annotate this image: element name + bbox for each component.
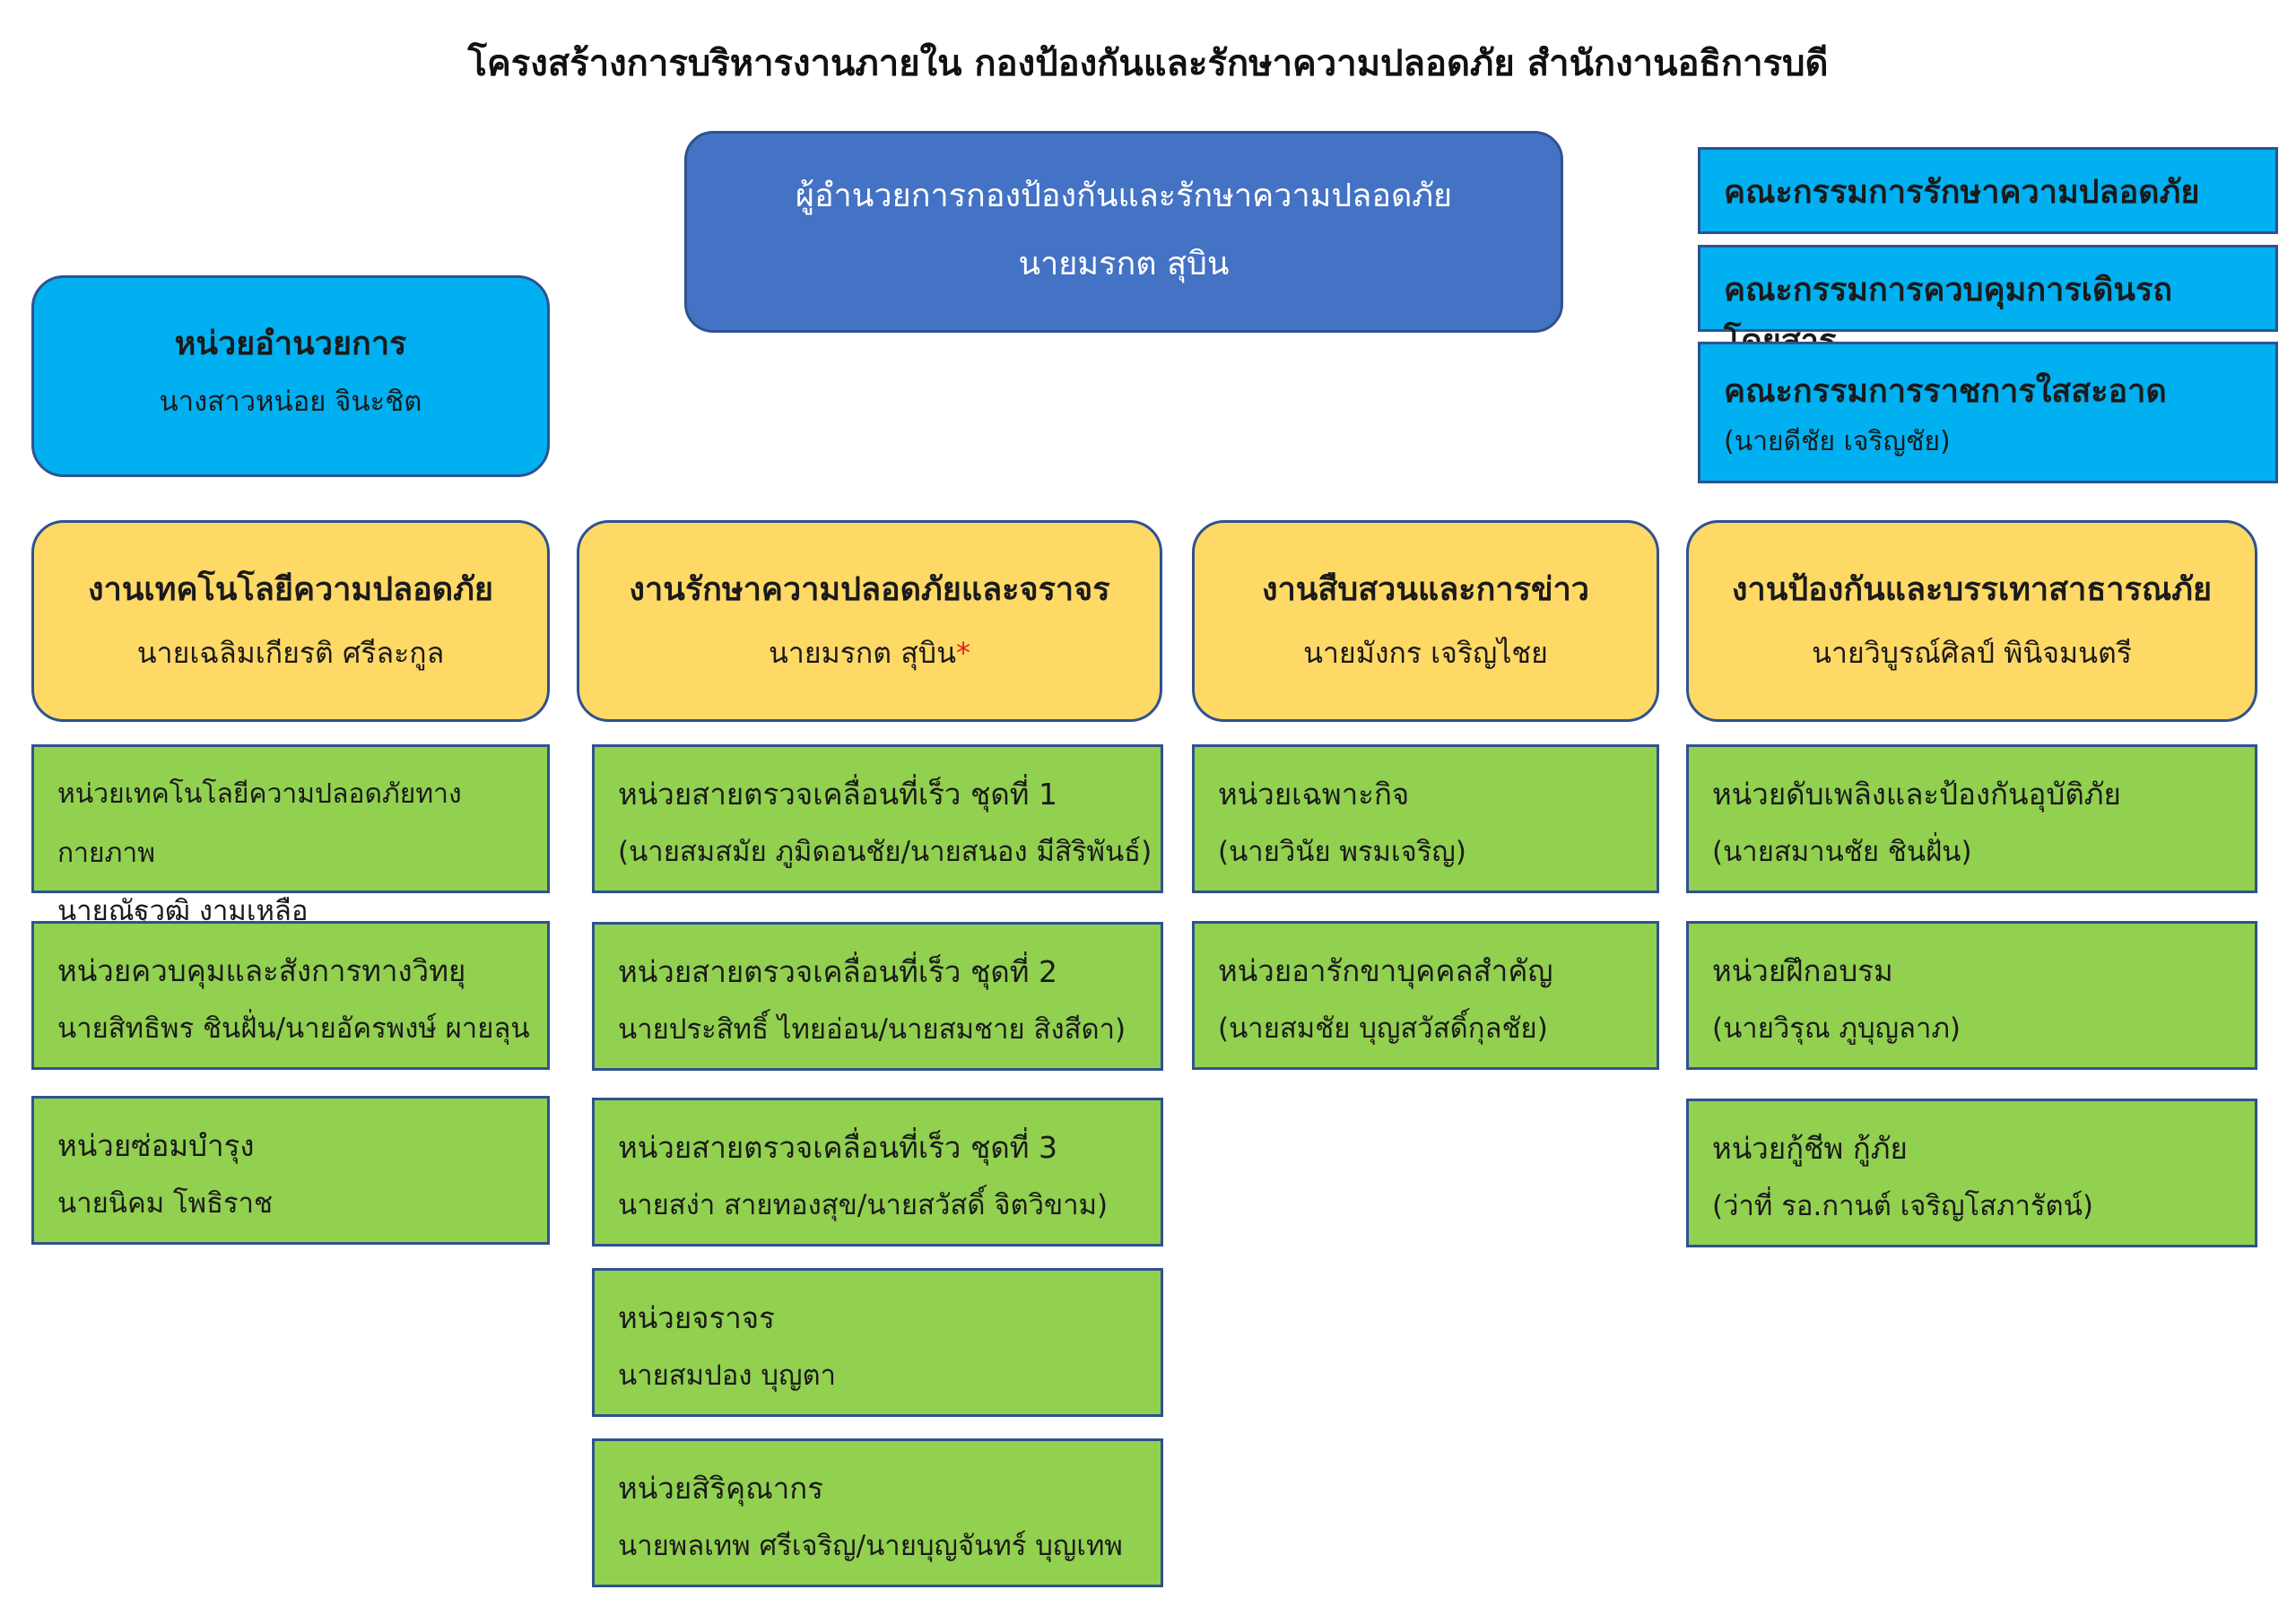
unit-person: (นายสมสมัย ภูมิดอนชัย/นายสนอง มีสิริพันธ…: [618, 836, 1152, 868]
unit-box: หน่วยจราจร นายสมปอง บุญตา: [592, 1268, 1163, 1417]
division-person: นายเฉลิมเกียรติ ศรีละกูล: [136, 636, 445, 670]
unit-box: หน่วยเทคโนโลยีความปลอดภัยทางกายภาพ นายณั…: [31, 744, 550, 927]
unit-box: หน่วยดับเพลิงและป้องกันอุบัติภัย (นายสมา…: [1686, 744, 2257, 893]
unit-person: นายพลเทพ ศรีเจริญ/นายบุญจันทร์ บุญเทพ: [618, 1530, 1123, 1562]
division-person: นายมรกต สุบิน: [769, 636, 956, 670]
division-investigation: งานสืบสวนและการข่าว นายมังกร เจริญไชย: [1192, 520, 1659, 722]
unit-box: หน่วยอารักขาบุคคลสำคัญ (นายสมชัย บุญสวัส…: [1192, 921, 1659, 1070]
unit-box: หน่วยควบคุมและสังการทางวิทยุ นายสิทธิพร …: [31, 921, 550, 1070]
director-box: ผู้อำนวยการกองป้องกันและรักษาความปลอดภัย…: [684, 131, 1563, 333]
committee-person: (นายดีชัย เจริญชัย): [1724, 426, 1951, 457]
committee-name: คณะกรรมการควบคุมการเดินรถโดยสาร: [1724, 272, 2173, 360]
unit-box: หน่วยสิริคุณากร นายพลเทพ ศรีเจริญ/นายบุญ…: [592, 1438, 1163, 1587]
admin-unit-box: หน่วยอำนวยการ นางสาวหน่อย จินะชิต: [31, 275, 550, 477]
division-security-traffic: งานรักษาความปลอดภัยและจราจร นายมรกต สุบิ…: [577, 520, 1162, 722]
division-person: นายมังกร เจริญไชย: [1303, 636, 1548, 670]
committee-bus-control: คณะกรรมการควบคุมการเดินรถโดยสาร: [1698, 245, 2278, 360]
director-person: นายมรกต สุบิน: [1018, 246, 1230, 282]
committee-security: คณะกรรมการรักษาความปลอดภัย: [1698, 147, 2278, 234]
unit-box: หน่วยเฉพาะกิจ (นายวินัย พรมเจริญ): [1192, 744, 1659, 893]
unit-name: หน่วยควบคุมและสังการทางวิทยุ: [57, 953, 466, 988]
unit-person: (นายวินัย พรมเจริญ): [1218, 836, 1466, 868]
unit-box: หน่วยกู้ชีพ กู้ภัย (ว่าที่ รอ.กานต์ เจริ…: [1686, 1099, 2257, 1247]
division-person: นายวิบูรณ์ศิลป์ พินิจมนตรี: [1812, 636, 2132, 670]
unit-name: หน่วยสายตรวจเคลื่อนที่เร็ว ชุดที่ 3: [618, 1130, 1058, 1165]
unit-name: หน่วยสายตรวจเคลื่อนที่เร็ว ชุดที่ 2: [618, 954, 1058, 989]
unit-box: หน่วยสายตรวจเคลื่อนที่เร็ว ชุดที่ 3 นายส…: [592, 1098, 1163, 1247]
unit-person: นายประสิทธิ์ ไทยอ่อน/นายสมชาย สิงสีดา): [618, 1013, 1126, 1046]
division-name: งานป้องกันและบรรเทาสาธารณภัย: [1731, 571, 2213, 608]
division-name: งานสืบสวนและการข่าว: [1261, 571, 1589, 608]
unit-person: (นายวิรุณ ภูบุญลาภ): [1712, 1012, 1961, 1045]
division-name: งานรักษาความปลอดภัยและจราจร: [629, 571, 1110, 608]
unit-name: หน่วยสายตรวจเคลื่อนที่เร็ว ชุดที่ 1: [618, 777, 1058, 812]
unit-name: หน่วยเฉพาะกิจ: [1218, 777, 1410, 812]
unit-person: (นายสมานชัย ชินฝั่น): [1712, 836, 1972, 868]
committee-name: คณะกรรมการรักษาความปลอดภัย: [1724, 174, 2200, 211]
division-disaster-prevention: งานป้องกันและบรรเทาสาธารณภัย นายวิบูรณ์ศ…: [1686, 520, 2257, 722]
admin-unit-person: นางสาวหน่อย จินะชิต: [159, 386, 422, 418]
unit-name: หน่วยสิริคุณากร: [618, 1471, 823, 1506]
unit-name: หน่วยอารักขาบุคคลสำคัญ: [1218, 953, 1553, 988]
asterisk-mark: *: [955, 636, 970, 670]
unit-name: หน่วยกู้ชีพ กู้ภัย: [1712, 1131, 1908, 1166]
unit-person: นายสิทธิพร ชินฝั่น/นายอัครพงษ์ ผายลุน: [57, 1012, 530, 1045]
division-name: งานเทคโนโลยีความปลอดภัย: [88, 571, 493, 608]
committee-transparency: คณะกรรมการราชการใสสะอาด (นายดีชัย เจริญช…: [1698, 342, 2278, 483]
unit-box: หน่วยสายตรวจเคลื่อนที่เร็ว ชุดที่ 2 นายป…: [592, 922, 1163, 1071]
director-position: ผู้อำนวยการกองป้องกันและรักษาความปลอดภัย: [795, 178, 1453, 214]
unit-box: หน่วยซ่อมบำรุง นายนิคม โพธิราช: [31, 1096, 550, 1245]
unit-box: หน่วยสายตรวจเคลื่อนที่เร็ว ชุดที่ 1 (นาย…: [592, 744, 1163, 893]
unit-name: หน่วยเทคโนโลยีความปลอดภัยทางกายภาพ: [57, 778, 462, 869]
unit-person: นายสมปอง บุญตา: [618, 1360, 837, 1392]
unit-person: นายนิคม โพธิราช: [57, 1187, 274, 1220]
unit-box: หน่วยฝึกอบรม (นายวิรุณ ภูบุญลาภ): [1686, 921, 2257, 1070]
unit-person: (นายสมชัย บุญสวัสดิ์กุลชัย): [1218, 1012, 1548, 1045]
unit-name: หน่วยดับเพลิงและป้องกันอุบัติภัย: [1712, 777, 2121, 812]
admin-unit-name: หน่วยอำนวยการ: [174, 326, 407, 362]
unit-person: นายสง่า สายทองสุข/นายสวัสดิ์ จิตวิขาม): [618, 1189, 1109, 1221]
unit-name: หน่วยจราจร: [618, 1300, 775, 1335]
unit-person: (ว่าที่ รอ.กานต์ เจริญโสภารัตน์): [1712, 1190, 2093, 1222]
division-security-technology: งานเทคโนโลยีความปลอดภัย นายเฉลิมเกียรติ …: [31, 520, 550, 722]
committee-name: คณะกรรมการราชการใสสะอาด: [1724, 373, 2167, 410]
chart-title: โครงสร้างการบริหารงานภายใน กองป้องกันและ…: [467, 43, 1829, 84]
unit-name: หน่วยฝึกอบรม: [1712, 953, 1893, 988]
unit-name: หน่วยซ่อมบำรุง: [57, 1128, 255, 1163]
